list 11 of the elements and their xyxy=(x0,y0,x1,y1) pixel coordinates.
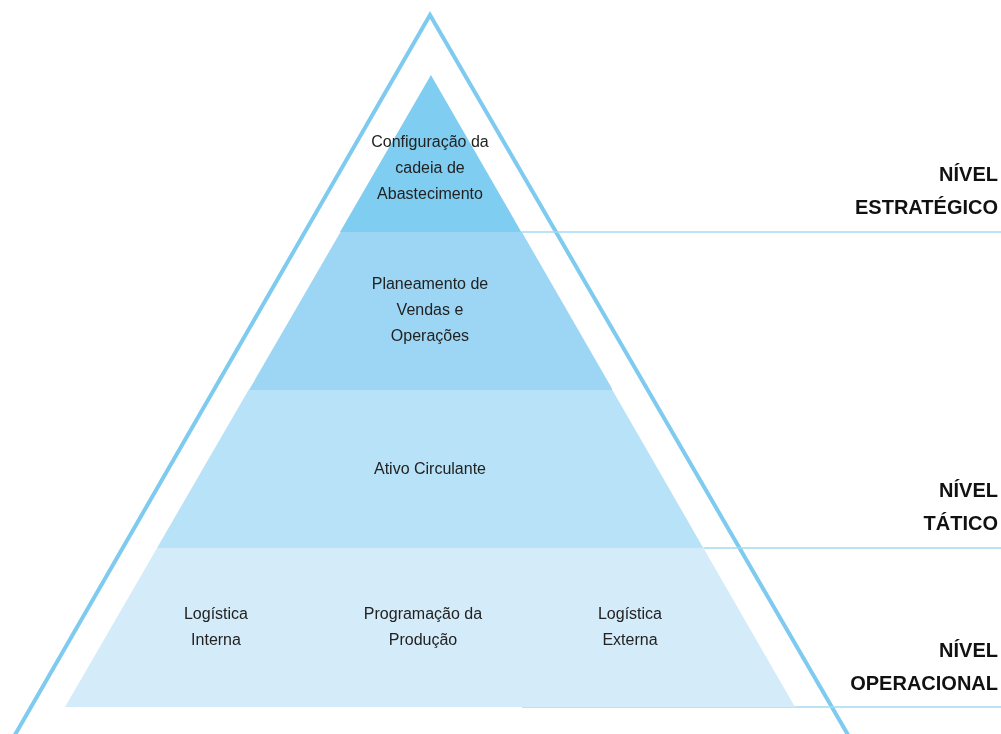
pyramid-tier xyxy=(157,390,704,548)
pyramid-tier xyxy=(248,232,613,390)
level-label: NÍVEL OPERACIONAL xyxy=(849,638,998,696)
pyramid-tier xyxy=(65,548,795,707)
tier-label: Planeamento de Vendas e Operações xyxy=(370,274,490,346)
tier-label: Ativo Circulante xyxy=(372,459,487,479)
tier-label: Logística Interna xyxy=(182,604,249,650)
tier-label: Logística Externa xyxy=(596,604,663,650)
level-label: NÍVEL TÁTICO xyxy=(922,478,998,536)
level-label: NÍVEL ESTRATÉGICO xyxy=(854,162,998,220)
tier-label: Programação da Produção xyxy=(362,604,484,650)
